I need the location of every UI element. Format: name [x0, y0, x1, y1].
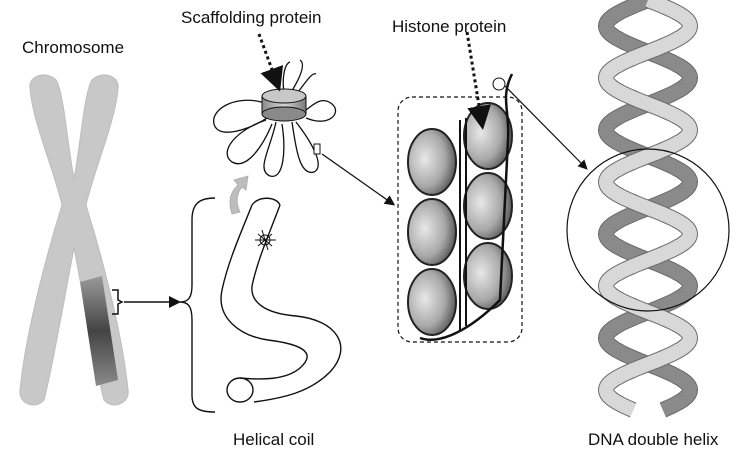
coil-protein-cluster	[255, 230, 276, 250]
helix-magnifier-circle	[567, 149, 729, 311]
helical-coil-label: Helical coil	[233, 430, 314, 450]
chromosome-shape	[20, 75, 128, 405]
scaffolding-protein-label: Scaffolding protein	[181, 8, 322, 28]
dna-double-helix-label: DNA double helix	[588, 430, 718, 450]
coil-brace	[180, 198, 215, 412]
loop-marker	[314, 144, 320, 154]
dna-double-helix	[606, 0, 690, 410]
helical-coil-tube	[221, 198, 341, 402]
histone-stack	[408, 74, 512, 340]
histone-protein-label: Histone protein	[392, 17, 506, 37]
up-arrow	[230, 176, 248, 214]
arrow-histones-to-helix	[505, 86, 586, 168]
chromosome-label: Chromosome	[22, 38, 124, 58]
arrow-loop-to-histones	[322, 154, 393, 204]
